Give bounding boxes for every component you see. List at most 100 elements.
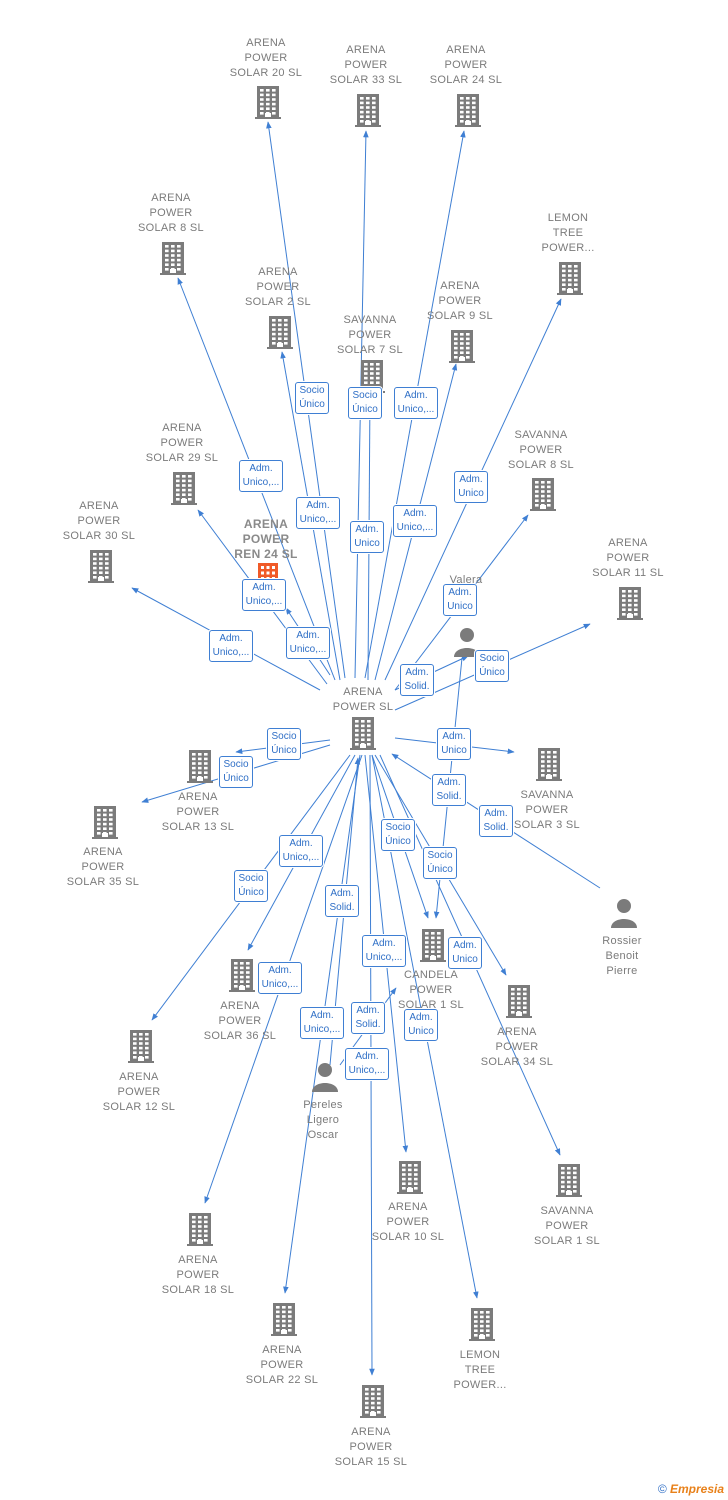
node-label-line: Ligero bbox=[306, 1114, 340, 1126]
relationship-label[interactable]: Adm.Unico,... bbox=[299, 1007, 345, 1039]
relationship-label[interactable]: Adm.Unico bbox=[454, 471, 488, 503]
relationship-label[interactable]: Adm.Unico,... bbox=[238, 460, 284, 492]
relationship-label[interactable]: Adm.Solid. bbox=[479, 805, 513, 837]
building-icon[interactable] bbox=[126, 1029, 156, 1068]
building-icon[interactable] bbox=[534, 747, 564, 786]
building-icon-focus[interactable] bbox=[257, 562, 279, 589]
relationship-label[interactable]: Adm.Unico bbox=[448, 937, 482, 969]
relationship-label-line: Adm. bbox=[268, 965, 292, 976]
building-icon[interactable] bbox=[86, 549, 116, 588]
relationship-label[interactable]: Adm.Unico,... bbox=[392, 505, 438, 537]
relationship-label[interactable]: Adm.Unico,... bbox=[285, 627, 331, 659]
person-icon[interactable] bbox=[453, 627, 481, 662]
relationship-label[interactable]: Adm.Solid. bbox=[432, 774, 466, 806]
relationship-label[interactable]: Adm.Unico,... bbox=[278, 835, 324, 867]
node-label-line: SAVANNA bbox=[540, 1205, 594, 1217]
building-icon[interactable] bbox=[185, 1212, 215, 1251]
building-icon[interactable] bbox=[90, 805, 120, 844]
building-icon[interactable] bbox=[358, 1384, 388, 1423]
relationship-label-line: Unico,... bbox=[242, 477, 280, 488]
building-icon[interactable] bbox=[158, 241, 188, 280]
relationship-label[interactable]: Adm.Unico,... bbox=[208, 630, 254, 662]
person-icon[interactable] bbox=[610, 898, 638, 933]
building-icon[interactable] bbox=[453, 93, 483, 132]
relationship-label-line: Unico,... bbox=[397, 404, 435, 415]
building-icon[interactable] bbox=[615, 586, 645, 625]
relationship-label[interactable]: Adm.Unico,... bbox=[361, 935, 407, 967]
relationship-label[interactable]: Adm.Unico,... bbox=[393, 387, 439, 419]
building-icon[interactable] bbox=[554, 1163, 584, 1202]
building-icon[interactable] bbox=[395, 1160, 425, 1199]
relationship-label[interactable]: Adm.Solid. bbox=[400, 664, 434, 696]
relationship-label[interactable]: Adm.Unico bbox=[443, 584, 477, 616]
building-icon[interactable] bbox=[227, 958, 257, 997]
building-icon[interactable] bbox=[265, 315, 295, 354]
relationship-label[interactable]: Adm.Unico bbox=[404, 1009, 438, 1041]
relationship-label[interactable]: Adm.Solid. bbox=[325, 885, 359, 917]
relationship-label-line: Unico,... bbox=[396, 522, 434, 533]
building-icon[interactable] bbox=[555, 261, 585, 300]
building-icon[interactable] bbox=[353, 93, 383, 132]
relationship-label[interactable]: Adm.Unico,... bbox=[295, 497, 341, 529]
building-icon[interactable] bbox=[269, 1302, 299, 1341]
building-icon[interactable] bbox=[185, 749, 215, 788]
relationship-label-line: Unico,... bbox=[348, 1065, 386, 1076]
relationship-label[interactable]: Adm.Unico bbox=[437, 728, 471, 760]
node-label-line: POWER bbox=[244, 52, 288, 64]
building-icon[interactable] bbox=[348, 716, 378, 755]
building-icon[interactable] bbox=[169, 471, 199, 510]
relationship-label[interactable]: Adm.Unico,... bbox=[241, 579, 287, 611]
building-icon[interactable] bbox=[528, 477, 558, 516]
relationship-label[interactable]: Adm.Unico,... bbox=[344, 1048, 390, 1080]
building-icon[interactable] bbox=[504, 984, 534, 1023]
building-icon[interactable] bbox=[253, 85, 283, 124]
node-label-line: POWER bbox=[495, 1041, 539, 1053]
person-icon[interactable] bbox=[311, 1062, 339, 1097]
relationship-label[interactable]: Adm.Solid. bbox=[351, 1002, 385, 1034]
building-icon[interactable] bbox=[447, 329, 477, 368]
building-icon[interactable] bbox=[418, 928, 448, 967]
relationship-label[interactable]: Adm.Unico,... bbox=[257, 962, 303, 994]
relationship-label-line: Socio bbox=[479, 653, 505, 664]
relationship-label[interactable]: Adm.Unico bbox=[350, 521, 384, 553]
building-icon[interactable] bbox=[467, 1307, 497, 1346]
